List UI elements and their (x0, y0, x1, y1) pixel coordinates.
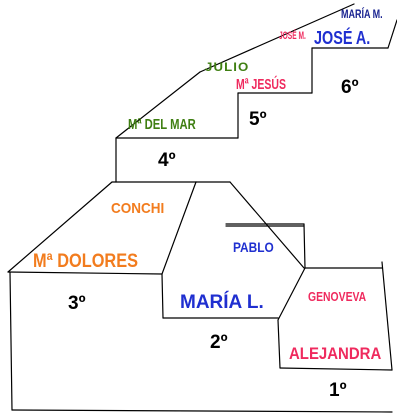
step-1-tread-front (279, 367, 393, 371)
name-julio: JULIO (205, 60, 250, 74)
step-2-tread-right (229, 181, 305, 269)
step-4-ordinal: 4º (158, 150, 176, 171)
name-conchi: CONCHI (111, 200, 165, 217)
name-jose-m: JOSÉ M. (279, 30, 306, 42)
name-maria-m: MARÍA M. (341, 7, 383, 21)
top-riser (387, 19, 397, 49)
step-3-left-edge (7, 181, 113, 273)
base-left-wall (9, 271, 13, 411)
name-jose-a: JOSÉ A. (314, 28, 371, 48)
step-3-front-edge (7, 271, 163, 275)
name-ma-jesus: Mª JESÚS (236, 76, 286, 93)
step-2-riser (303, 223, 306, 269)
step-2-ordinal: 2º (210, 332, 228, 353)
step-2-slope (277, 267, 306, 321)
name-ma-dolores: Mª DOLORES (33, 251, 139, 272)
step-3-riser (161, 273, 164, 319)
step-6-ordinal: 6º (341, 77, 359, 98)
step-4-back-slope (115, 71, 201, 139)
step-3-ordinal: 3º (68, 293, 86, 314)
name-alejandra: ALEJANDRA (289, 344, 382, 363)
step-1-ordinal: 1º (329, 380, 347, 401)
floor-line (11, 409, 393, 413)
name-ma-del-mar: Mª DEL MAR (128, 116, 196, 133)
step-3-right-edge (161, 181, 197, 275)
upper-slope (199, 3, 355, 73)
step-1-right-riser (381, 261, 393, 371)
step-1-riser (277, 319, 281, 369)
name-pablo: PABLO (233, 239, 274, 255)
name-genoveva: GENOVEVA (308, 289, 367, 304)
name-maria-l: MARÍA L. (180, 292, 264, 313)
step-5-ordinal: 5º (249, 109, 267, 130)
